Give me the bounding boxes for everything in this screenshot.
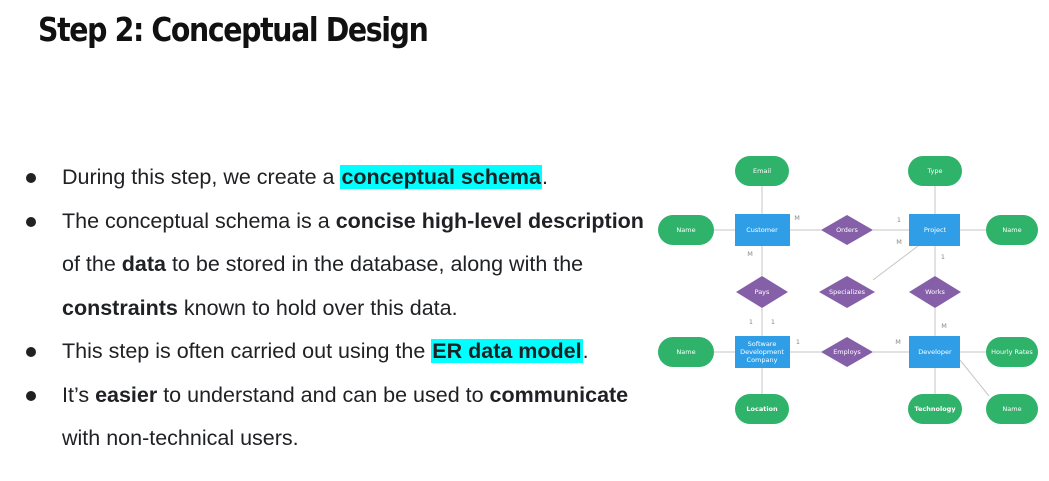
attribute-company-name: Name: [658, 337, 714, 367]
attribute-company-name-label: Name: [676, 348, 695, 356]
bullet-dot-icon: [26, 173, 36, 183]
attribute-project-name-label: Name: [1002, 226, 1021, 234]
bullet-text: It’s easier to understand and can be use…: [62, 383, 628, 451]
bullet-segment: to be stored in the database, along with…: [165, 252, 584, 276]
attribute-location-label: Location: [746, 405, 778, 413]
cardinality-customer-pays: M: [747, 250, 753, 258]
bullet-segment: It’s: [62, 382, 96, 407]
cardinality-pays-company-b: 1: [771, 318, 775, 326]
bullet-item: This step is often carried out using the…: [26, 330, 666, 374]
er-diagram: Email Type Name Name Name Hourly Rates L…: [658, 156, 1038, 424]
entity-company-label-line3: Company: [747, 356, 778, 364]
bullet-segment: of the: [62, 252, 122, 276]
highlighted-term: conceptual schema: [340, 165, 542, 189]
cardinality-employs-developer: M: [895, 338, 901, 346]
entity-customer-label: Customer: [746, 226, 778, 234]
attribute-customer-name-label: Name: [676, 226, 695, 234]
attribute-hourly-rates: Hourly Rates: [986, 337, 1038, 367]
relationship-pays-label: Pays: [755, 288, 770, 296]
bullet-segment: with non-technical users.: [62, 426, 299, 450]
attribute-technology: Technology: [908, 394, 962, 424]
cardinality-company-employs: 1: [796, 338, 800, 346]
relationship-specializes-label: Specializes: [829, 288, 866, 296]
bullet-text: The conceptual schema is a concise high-…: [62, 209, 644, 320]
attribute-email: Email: [735, 156, 789, 186]
relationship-pays: Pays: [736, 276, 788, 308]
attribute-developer-name: Name: [986, 394, 1038, 424]
er-connectors: [714, 186, 990, 397]
bullet-segment: to understand and can be used to: [157, 382, 490, 407]
bold-term: communicate: [489, 382, 629, 407]
bold-term: data: [121, 252, 166, 276]
entity-developer: Developer: [909, 336, 960, 368]
cardinality-project-specializes: M: [896, 238, 902, 246]
entity-project-label: Project: [924, 226, 947, 234]
cardinality-works-developer: M: [941, 322, 947, 330]
bullet-segment: known to hold over this data.: [177, 295, 458, 320]
bold-term: constraints: [62, 295, 178, 320]
cardinality-orders-project: 1: [897, 216, 901, 224]
entity-company-label-line1: Software: [748, 340, 777, 348]
bold-term: easier: [95, 382, 158, 407]
bullet-list: During this step, we create a conceptual…: [26, 156, 666, 461]
page-title: Step 2: Conceptual Design: [38, 10, 429, 49]
relationship-specializes: Specializes: [819, 276, 875, 308]
bullet-item: During this step, we create a conceptual…: [26, 156, 666, 200]
bullet-segment: This step is often carried out using the: [62, 339, 432, 363]
entity-customer: Customer: [735, 214, 790, 246]
cardinality-project-works: 1: [941, 253, 945, 261]
cardinality-customer-orders: M: [794, 214, 800, 222]
highlighted-term: ER data model: [431, 339, 583, 363]
bullet-dot-icon: [26, 347, 36, 357]
attribute-type-label: Type: [927, 167, 943, 175]
relationship-employs-label: Employs: [833, 348, 861, 356]
bullet-text: This step is often carried out using the…: [62, 339, 589, 363]
bullet-segment: During this step, we create a: [62, 165, 341, 189]
bullet-item: The conceptual schema is a concise high-…: [26, 200, 666, 331]
bullet-segment: The conceptual schema is a: [62, 208, 336, 233]
bullet-dot-icon: [26, 390, 36, 401]
relationship-orders: Orders: [821, 215, 873, 245]
bullet-segment: .: [582, 339, 589, 363]
entity-company-label-line2: Development: [740, 348, 784, 356]
entity-project: Project: [909, 214, 960, 246]
attribute-type: Type: [908, 156, 962, 186]
entity-software-development-company: Software Development Company: [735, 336, 790, 368]
entity-developer-label: Developer: [918, 348, 952, 356]
bullet-segment: .: [542, 165, 548, 189]
attribute-developer-name-label: Name: [1002, 405, 1021, 413]
relationship-orders-label: Orders: [836, 226, 858, 234]
relationship-works-label: Works: [925, 288, 945, 296]
relationship-employs: Employs: [821, 337, 873, 367]
bold-term: concise high-level description: [335, 208, 644, 233]
attribute-technology-label: Technology: [914, 405, 956, 413]
attribute-project-name: Name: [986, 215, 1038, 245]
bullet-dot-icon: [26, 216, 36, 227]
relationship-works: Works: [909, 276, 961, 308]
cardinality-pays-company-a: 1: [749, 318, 753, 326]
attribute-customer-name: Name: [658, 215, 714, 245]
bullet-item: It’s easier to understand and can be use…: [26, 374, 666, 461]
attribute-hourly-rates-label: Hourly Rates: [991, 348, 1033, 356]
attribute-location: Location: [735, 394, 789, 424]
bullet-text: During this step, we create a conceptual…: [62, 165, 548, 189]
attribute-email-label: Email: [753, 167, 771, 175]
